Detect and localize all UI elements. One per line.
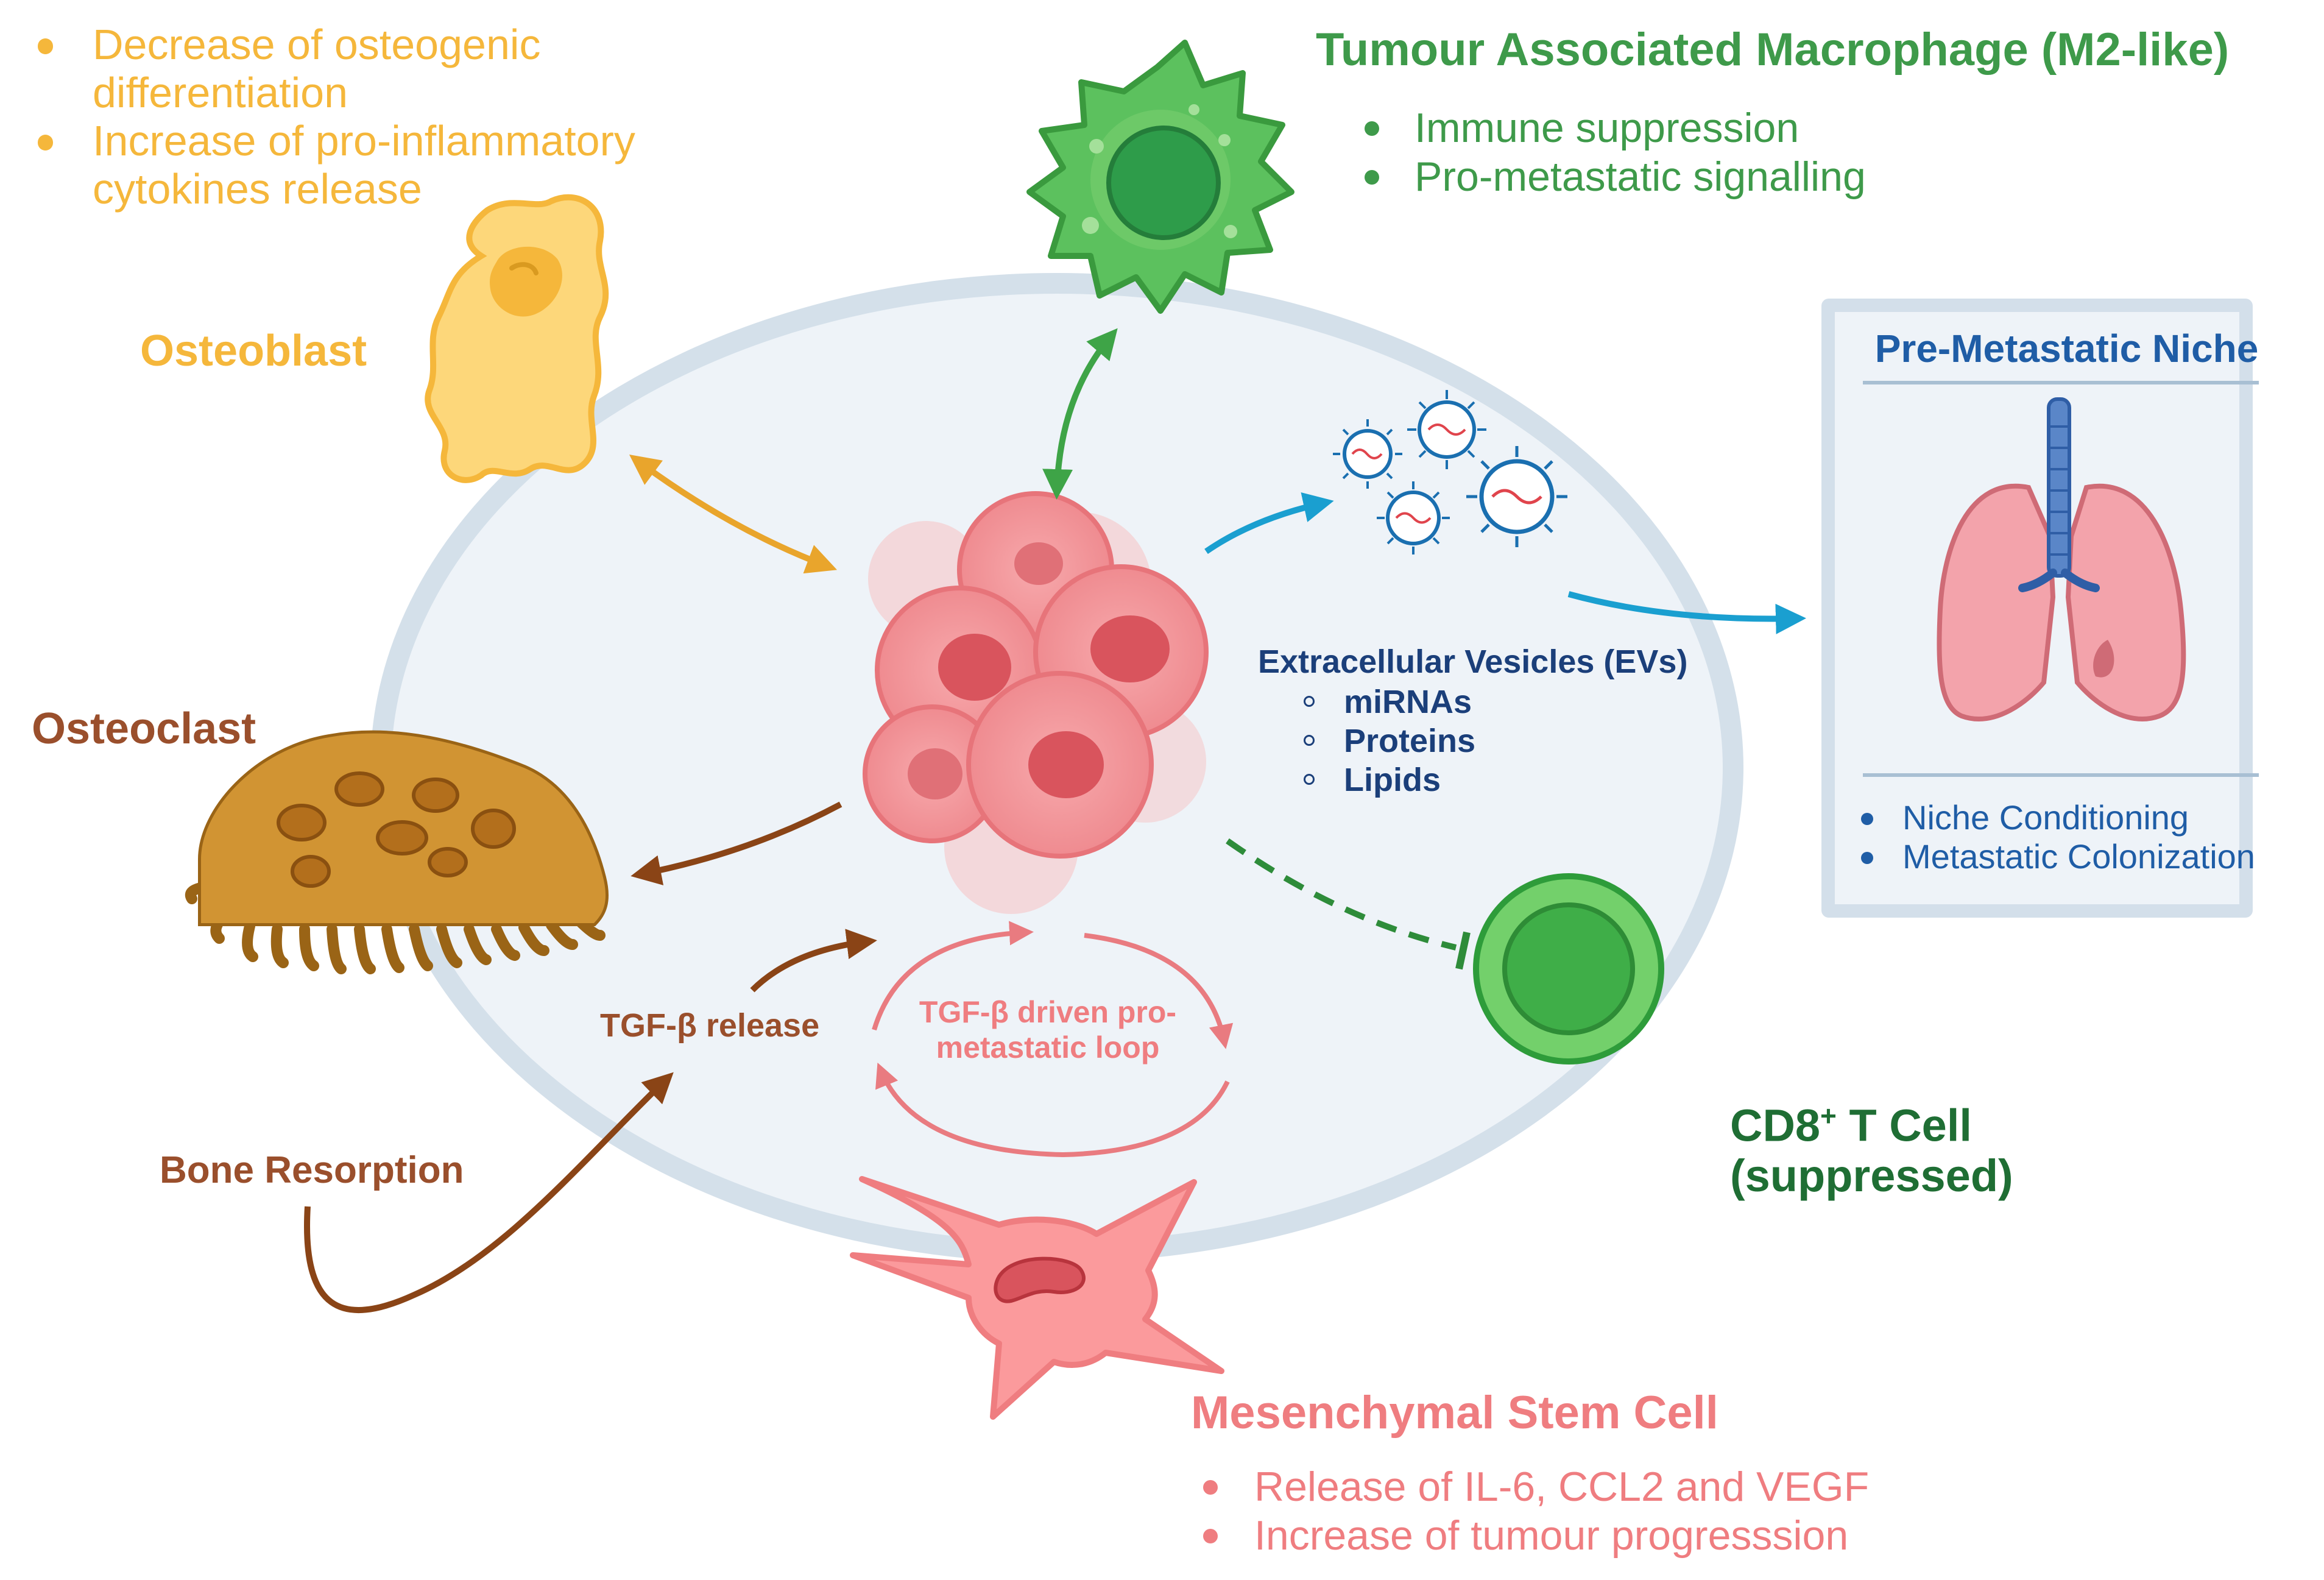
osteoblast-effect-line: cytokines release: [93, 165, 422, 213]
ev-content-text: Proteins: [1344, 723, 1476, 759]
tumour-cells-icon: [863, 491, 1209, 914]
macrophage-effect-text: Pro-metastatic signalling: [1415, 154, 1866, 200]
macrophage-tumour-arrow: [1042, 328, 1118, 500]
macrophage-effect-item: Pro-metastatic signalling: [1365, 152, 1866, 201]
bone-resorption-arrow: [304, 1072, 674, 1314]
msc-effect-item: Increase of tumour progresssion: [1203, 1511, 1869, 1560]
cd8-t-cell-icon: [1473, 873, 1664, 1065]
ev-content-text: Lipids: [1344, 762, 1441, 798]
msc-title: Mesenchymal Stem Cell: [1191, 1387, 1718, 1439]
niche-effect-item: Metastatic Colonization: [1861, 837, 2255, 876]
tgf-release-label: TGF-β release: [600, 1007, 820, 1044]
mesenchymal-stem-cell-icon: [850, 1176, 1224, 1420]
msc-effect-text: Increase of tumour progresssion: [1254, 1512, 1849, 1559]
msc-effect-item: Release of IL-6, CCL2 and VEGF: [1203, 1462, 1869, 1511]
tcell-label-status: (suppressed): [1730, 1150, 2013, 1201]
msc-effects-list: Release of IL-6, CCL2 and VEGF Increase …: [1203, 1462, 1869, 1560]
tcell-label: CD8+ T Cell (suppressed): [1730, 1091, 2013, 1201]
macrophage-cell-icon: [1026, 40, 1294, 314]
macrophage-title: Tumour Associated Macrophage (M2-like): [1316, 24, 2230, 76]
tcell-label-main: CD8: [1730, 1100, 1821, 1151]
niche-effect-text: Niche Conditioning: [1902, 798, 2189, 837]
loop-arrow-bottom: [875, 1062, 1230, 1158]
evs-contents-list: miRNAs Proteins Lipids: [1304, 682, 1475, 799]
osteoblast-effect-line: Decrease of osteogenic: [93, 21, 541, 68]
tcell-label-sup: +: [1820, 1100, 1837, 1132]
ev-content-item: Lipids: [1304, 760, 1475, 799]
bone-resorption-label: Bone Resorption: [160, 1149, 464, 1191]
tumour-evs-arrow: [1204, 492, 1334, 554]
tumour-osteoclast-arrow: [630, 801, 842, 885]
osteoclast-label: Osteoclast: [32, 704, 256, 753]
loop-label-line: metastatic loop: [936, 1030, 1160, 1065]
niche-effects-list: Niche Conditioning Metastatic Colonizati…: [1861, 798, 2255, 876]
evs-niche-arrow: [1567, 591, 1806, 634]
ev-content-item: Proteins: [1304, 721, 1475, 760]
inhibition-bar: [1455, 931, 1471, 970]
niche-effect-item: Niche Conditioning: [1861, 798, 2255, 837]
ev-content-text: miRNAs: [1344, 684, 1472, 720]
osteoblast-effect-line: differentiation: [93, 69, 348, 116]
tcell-label-rest: T Cell: [1836, 1100, 1972, 1151]
osteoblast-effect-line: Increase of pro-inflammatory: [93, 117, 635, 165]
osteoblast-label: Osteoblast: [140, 327, 367, 375]
evs-title: Extracellular Vesicles (EVs): [1258, 643, 1688, 680]
loop-label: TGF-β driven pro- metastatic loop: [877, 994, 1218, 1065]
osteoclast-cell-icon: [185, 730, 609, 974]
macrophage-effect-text: Immune suppression: [1415, 105, 1800, 151]
extracellular-vesicles-icon: [1333, 390, 1567, 554]
macrophage-effect-item: Immune suppression: [1365, 104, 1866, 152]
loop-arrow-right: [1084, 933, 1234, 1049]
msc-effect-text: Release of IL-6, CCL2 and VEGF: [1254, 1464, 1870, 1510]
tumour-tcell-inhibition: [1226, 838, 1457, 951]
niche-title: Pre-Metastatic Niche: [1874, 327, 2259, 370]
loop-arrow-top: [872, 921, 1034, 1031]
osteoblast-cell-icon: [425, 194, 609, 483]
niche-effect-text: Metastatic Colonization: [1902, 837, 2255, 876]
tgf-release-arrow: [750, 929, 877, 993]
ev-content-item: miRNAs: [1304, 682, 1475, 721]
osteoblast-tumour-arrow: [629, 455, 838, 574]
loop-label-line: TGF-β driven pro-: [919, 995, 1177, 1029]
macrophage-effects-list: Immune suppression Pro-metastatic signal…: [1365, 104, 1866, 201]
